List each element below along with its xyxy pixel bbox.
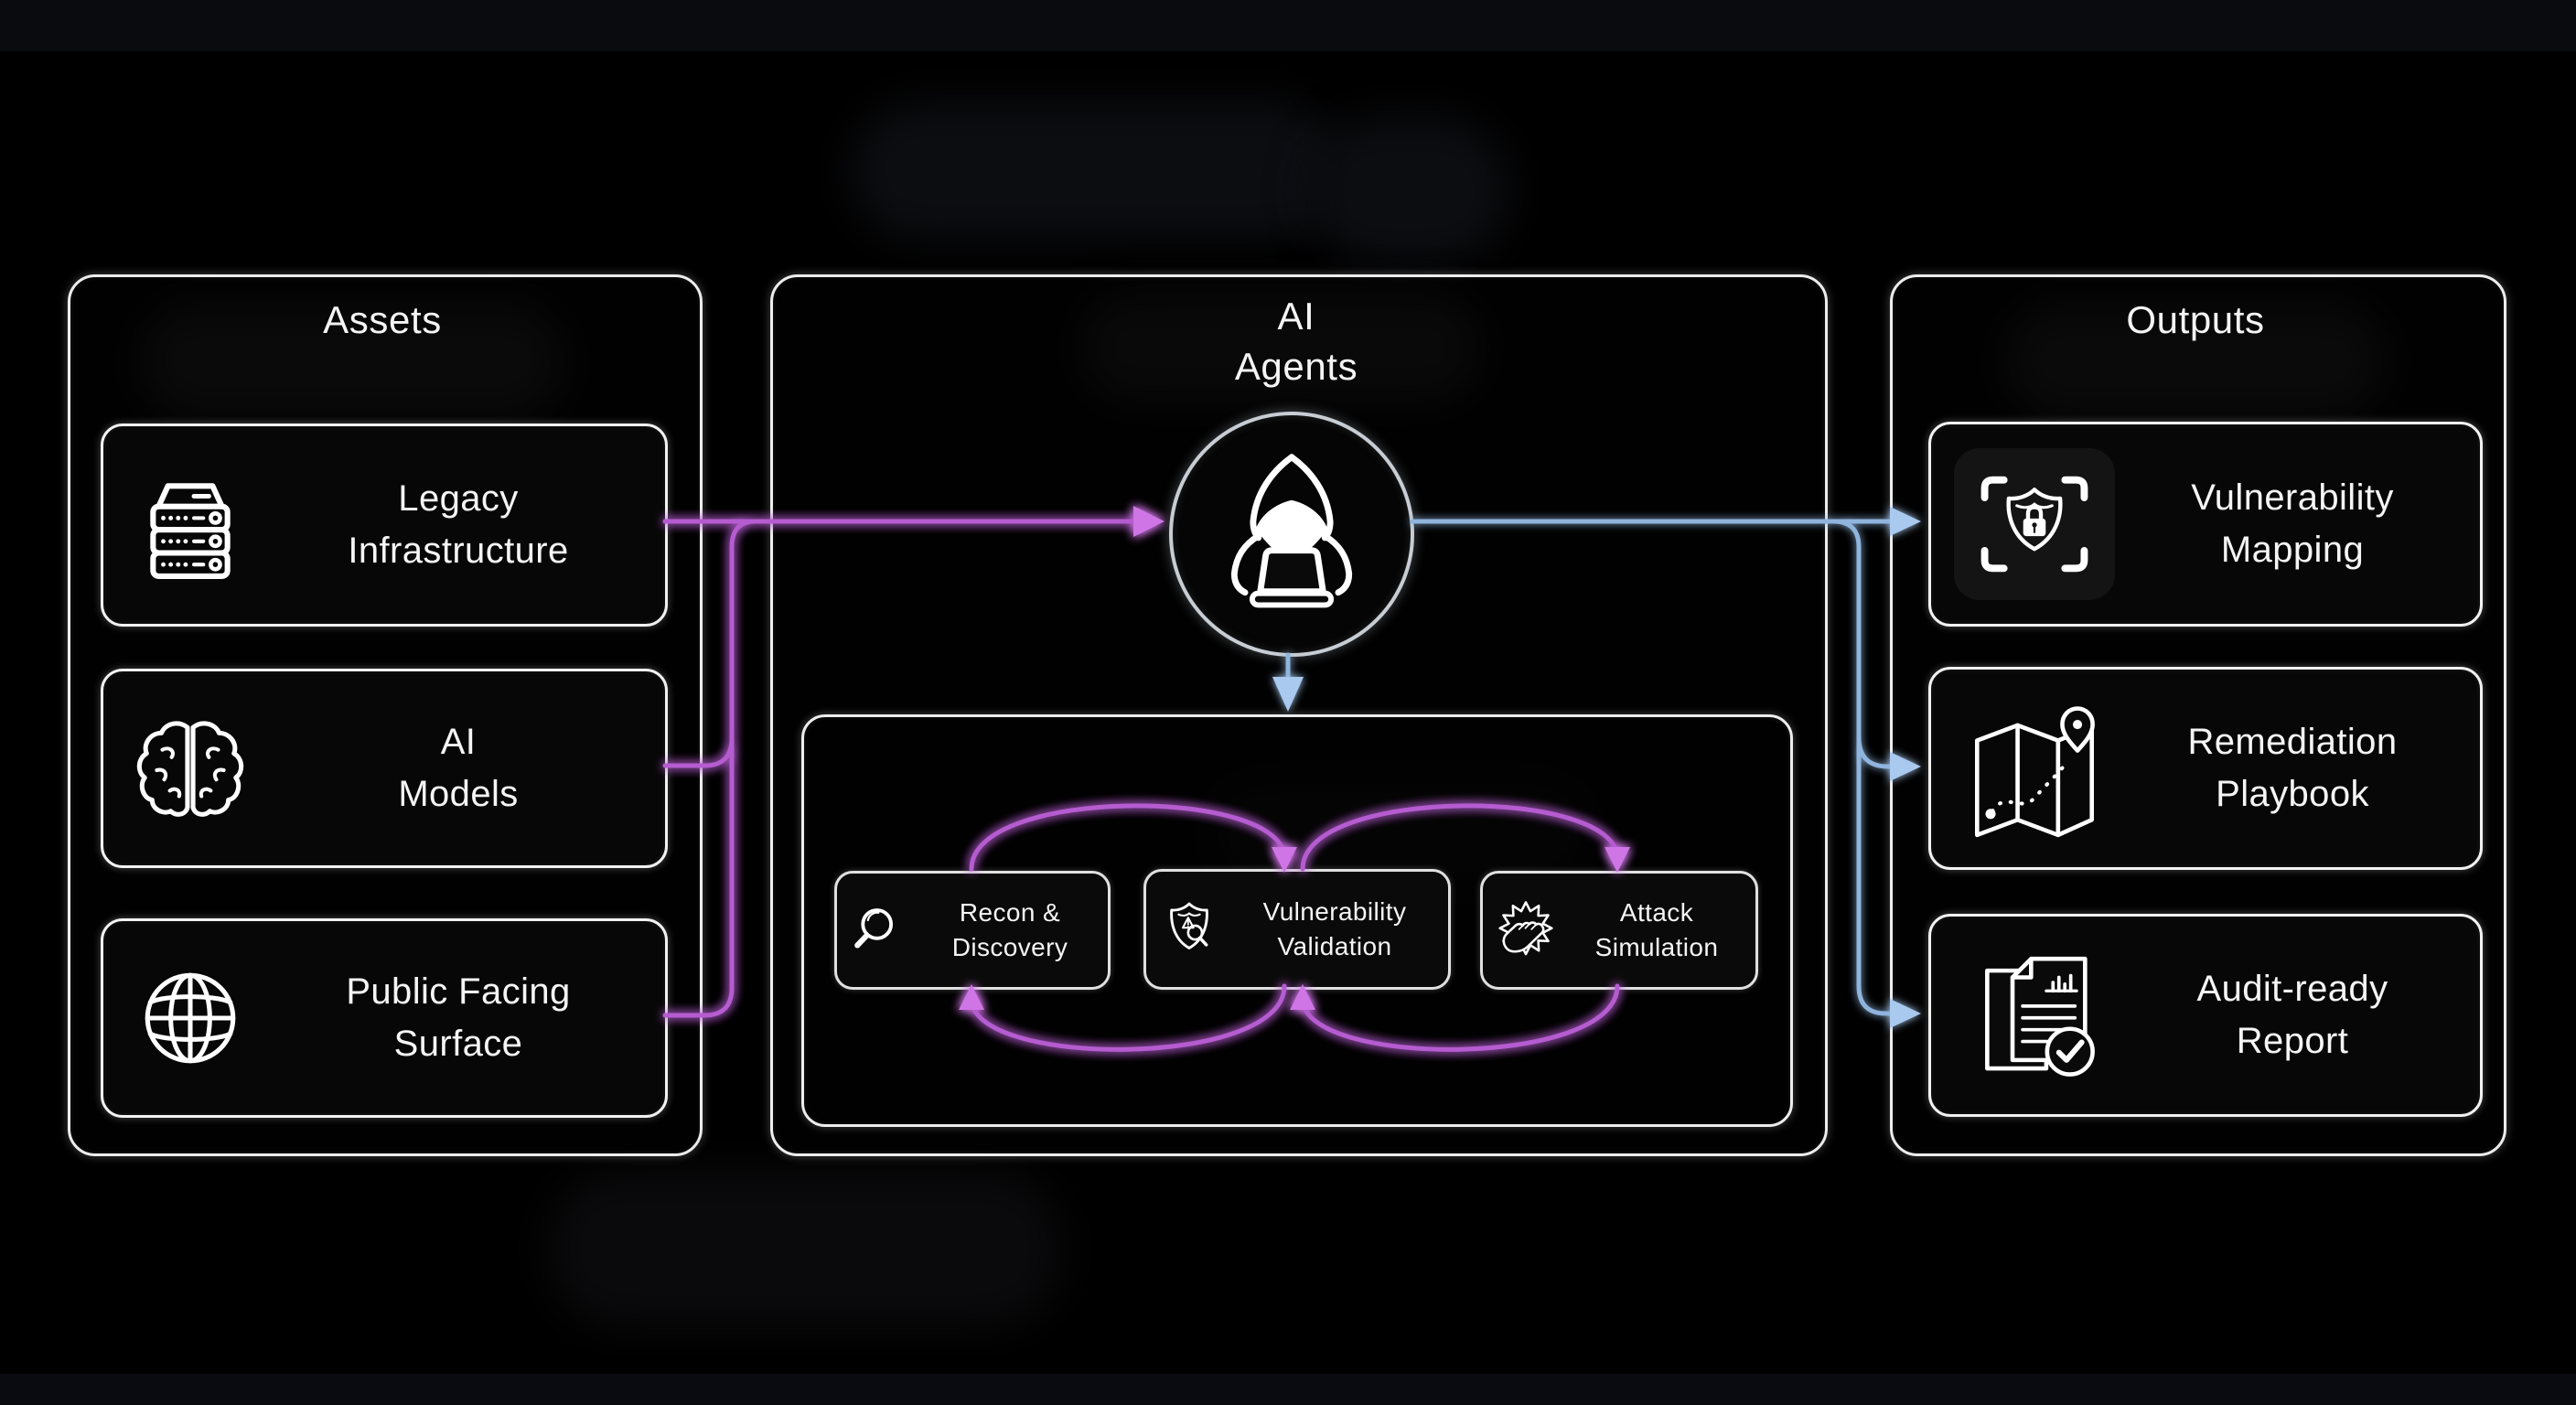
globe-icon — [103, 962, 277, 1074]
background-smudge — [549, 1171, 1061, 1326]
background-smudge — [851, 102, 1345, 240]
background-smudge — [2003, 302, 2388, 421]
output-box-audit-ready-report: Audit-ready Report — [1928, 914, 2483, 1117]
task-label: Attack Simulation — [1594, 897, 1719, 961]
map-route-pin-icon — [1931, 696, 2138, 841]
background-smudge — [1079, 293, 1482, 402]
task-box-attack-simulation: Attack Simulation — [1480, 871, 1758, 990]
output-label: Audit-ready Report — [2196, 969, 2388, 1061]
icon-tile — [1954, 448, 2115, 600]
server-icon — [103, 469, 277, 581]
asset-label: AI Models — [398, 722, 519, 814]
asset-box-public-facing-surface: Public Facing Surface — [101, 918, 668, 1118]
outputs-title: Outputs — [2126, 298, 2265, 341]
background-smudge — [137, 302, 567, 421]
task-label: Vulnerability Validation — [1262, 896, 1407, 960]
flow-agent-to-audit-report — [1830, 519, 1894, 1016]
asset-box-legacy-infrastructure: Legacy Infrastructure — [101, 424, 668, 627]
flow-agent-to-remediation — [1856, 735, 1894, 769]
background-smudge — [0, 0, 2576, 51]
asset-label: Public Facing Surface — [346, 971, 571, 1064]
asset-box-ai-models: AI Models — [101, 669, 668, 868]
background-smudge — [0, 1374, 2576, 1405]
task-box-vulnerability-validation: Vulnerability Validation — [1143, 869, 1451, 990]
report-check-icon — [1931, 943, 2138, 1088]
output-label: Remediation Playbook — [2187, 722, 2398, 814]
background-smudge — [1308, 117, 1509, 263]
output-box-vulnerability-mapping: Vulnerability Mapping — [1928, 422, 2483, 627]
output-label: Vulnerability Mapping — [2191, 477, 2394, 570]
magnifier-icon — [837, 900, 923, 960]
fist-burst-icon — [1483, 899, 1569, 961]
ai-agent-hub — [1169, 412, 1414, 657]
scan-shield-lock-icon — [1931, 448, 2138, 600]
output-box-remediation-playbook: Remediation Playbook — [1928, 667, 2483, 870]
ai-agents-title: AI Agents — [1234, 295, 1358, 389]
hacker-icon — [1202, 445, 1381, 624]
brain-icon — [103, 713, 277, 824]
assets-title: Assets — [323, 298, 442, 341]
shield-alert-magnifier-icon — [1146, 897, 1232, 961]
asset-label: Legacy Infrastructure — [348, 478, 569, 571]
flow-trunk-assets — [729, 519, 758, 991]
task-label: Recon & Discovery — [951, 897, 1068, 961]
task-box-recon-discovery: Recon & Discovery — [834, 871, 1111, 990]
